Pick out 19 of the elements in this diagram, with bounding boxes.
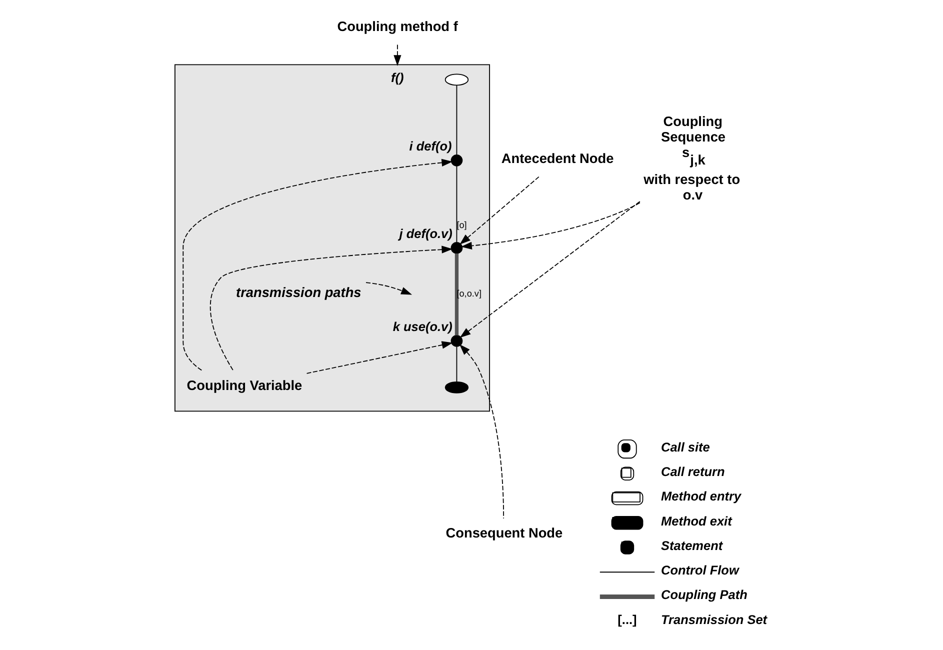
legend-label: Call site <box>660 439 710 454</box>
node-text: Antecedent Node <box>500 151 614 166</box>
legend-label: Coupling Path <box>660 587 747 602</box>
node-label: j def(o.v) <box>398 226 452 242</box>
edge-label: [o] <box>456 220 466 230</box>
node-label: i def(o) <box>408 138 452 154</box>
node-label: f() <box>390 70 404 86</box>
label: [...] <box>617 612 636 627</box>
legend-label: Method exit <box>660 513 732 528</box>
legend-label: Statement <box>660 538 722 553</box>
node-text: Coupling Variable <box>186 378 302 394</box>
legend-label: Call return <box>660 464 724 480</box>
node-label: k use(o.v) <box>392 319 452 334</box>
legend-label: Control Flow <box>660 562 738 578</box>
node-text: Coupling method f <box>336 18 458 34</box>
node-text: Consequent Node <box>445 525 562 540</box>
legend-label: Method entry <box>660 488 741 504</box>
legend-label: Transmission Set <box>660 612 767 627</box>
node-text: transmission paths <box>236 285 361 300</box>
